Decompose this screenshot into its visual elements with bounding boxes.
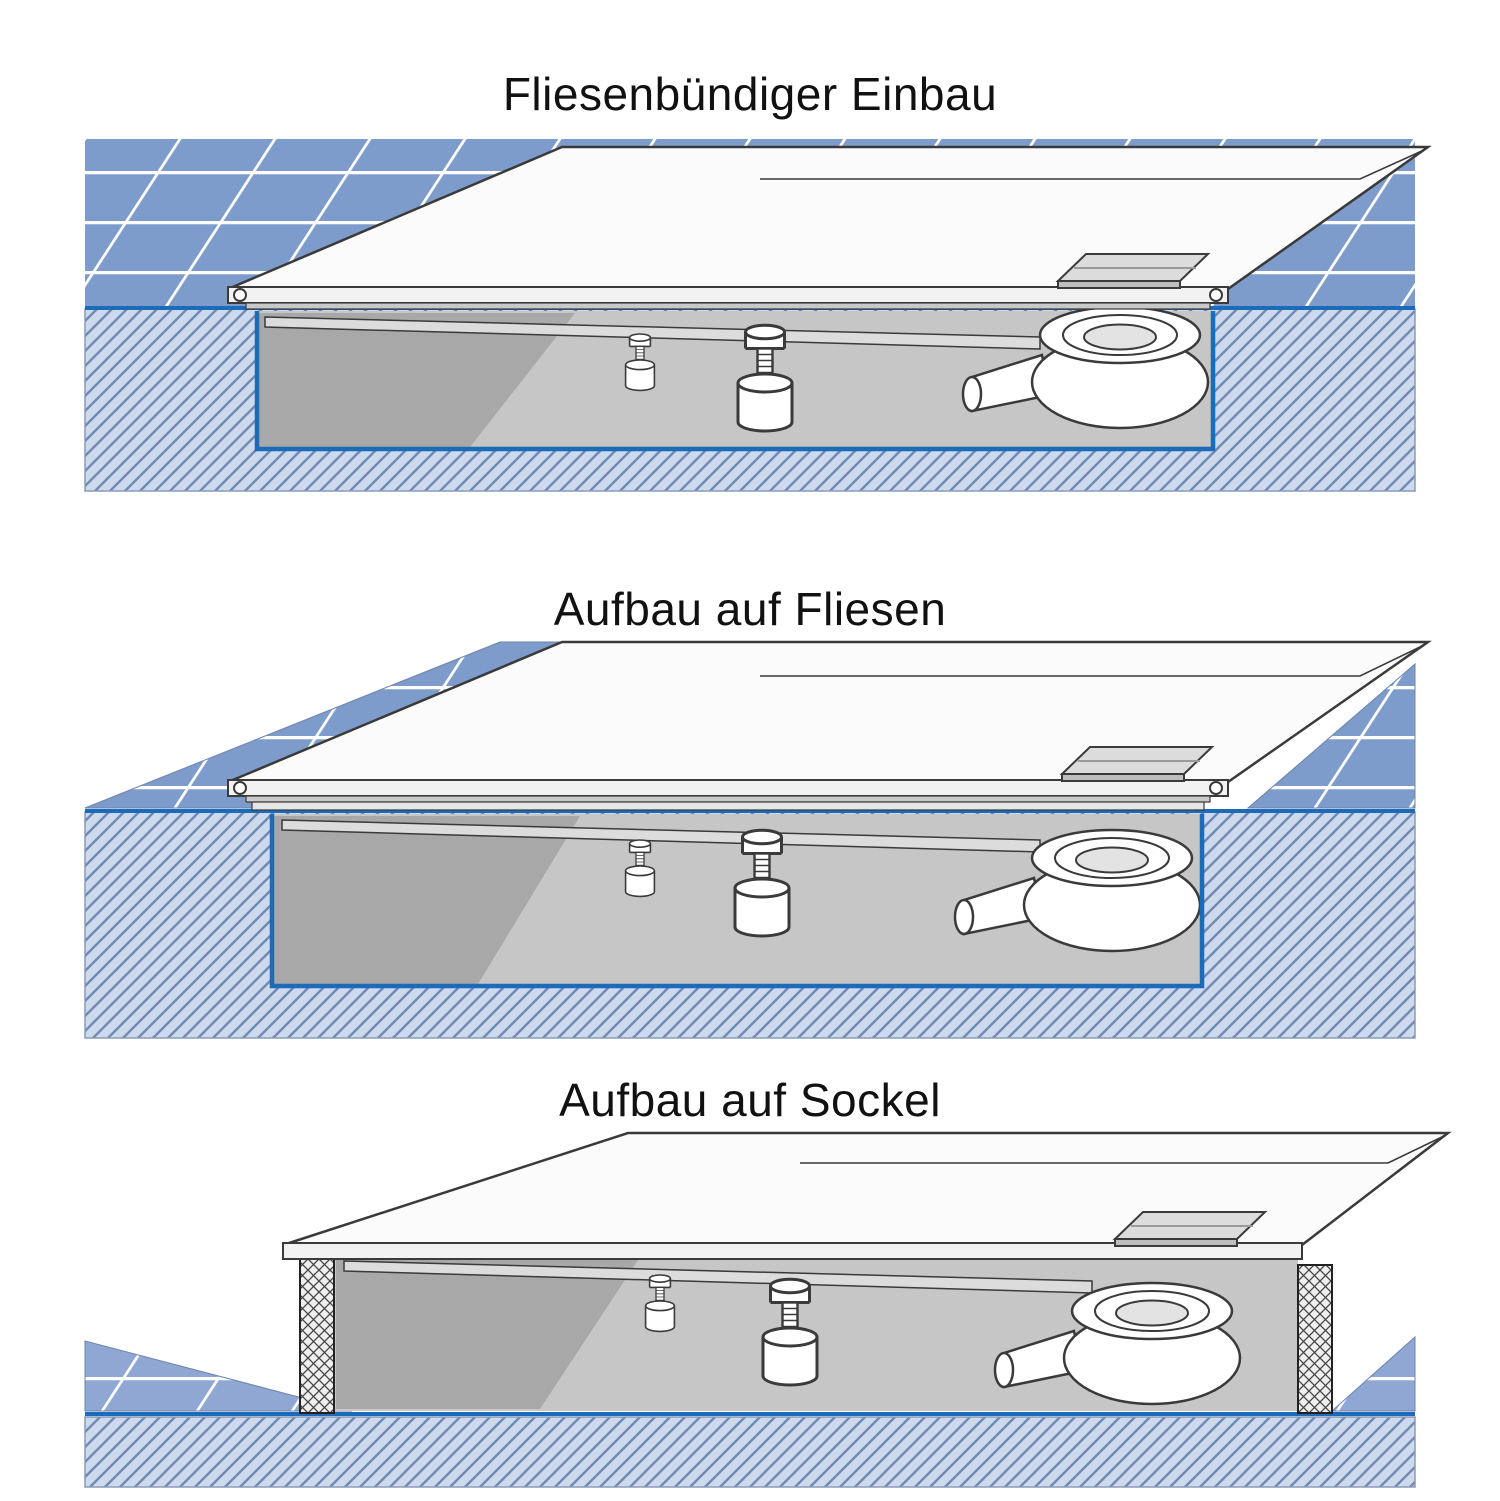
- diagram-flush-install: [84, 139, 1432, 492]
- shower-tray: [282, 1131, 1452, 1260]
- rim-seal-left: [233, 288, 247, 302]
- tray-rim: [282, 1242, 1303, 1260]
- tray-rim-support: [245, 302, 1211, 310]
- rim-seal-right: [1209, 781, 1223, 795]
- support-foot: [644, 1274, 676, 1333]
- diagram-on-pedestal: [84, 1131, 1452, 1488]
- tile-surface-right: [1246, 662, 1416, 809]
- tray-surface-edge-line: [800, 1135, 1445, 1164]
- rim-seal-left: [233, 781, 247, 795]
- support-foot: [733, 828, 791, 938]
- support-foot: [736, 323, 794, 433]
- support-foot: [624, 839, 656, 898]
- diagram-title-flush-install: Fliesenbündiger Einbau: [502, 68, 998, 120]
- cavity-shadow: [274, 816, 580, 984]
- floor-hatch: [84, 1416, 1416, 1488]
- tray-rim: [227, 779, 1229, 797]
- cavity-shadow: [336, 1257, 640, 1409]
- cavity-shadow: [259, 313, 575, 447]
- cavity-sealing-outline: [254, 311, 1216, 452]
- pedestal-panel-right: [1297, 1264, 1333, 1414]
- rim-seal-right: [1209, 288, 1223, 302]
- tray-surface-edge-line: [760, 149, 1425, 180]
- diagram-on-tiles: [84, 640, 1432, 1039]
- tray-surface: [282, 1131, 1452, 1247]
- support-foot: [761, 1277, 819, 1387]
- cavity-sealing-outline: [269, 814, 1205, 989]
- support-foot: [624, 333, 656, 392]
- tile-floor-left: [84, 1340, 353, 1412]
- diagram-title-on-tiles: Aufbau auf Fliesen: [553, 583, 947, 635]
- tile-floor-right: [1330, 1335, 1416, 1412]
- tray-rim: [227, 286, 1229, 304]
- tray-surface: [227, 640, 1432, 784]
- shower-tray: [227, 640, 1432, 811]
- tray-surface-edge-line: [760, 644, 1425, 677]
- diagram-title-on-pedestal: Aufbau auf Sockel: [559, 1074, 941, 1126]
- tray-rim-support: [245, 795, 1211, 803]
- pedestal-panel-left: [299, 1258, 335, 1414]
- tray-rim-base-on-tiles: [251, 801, 1205, 811]
